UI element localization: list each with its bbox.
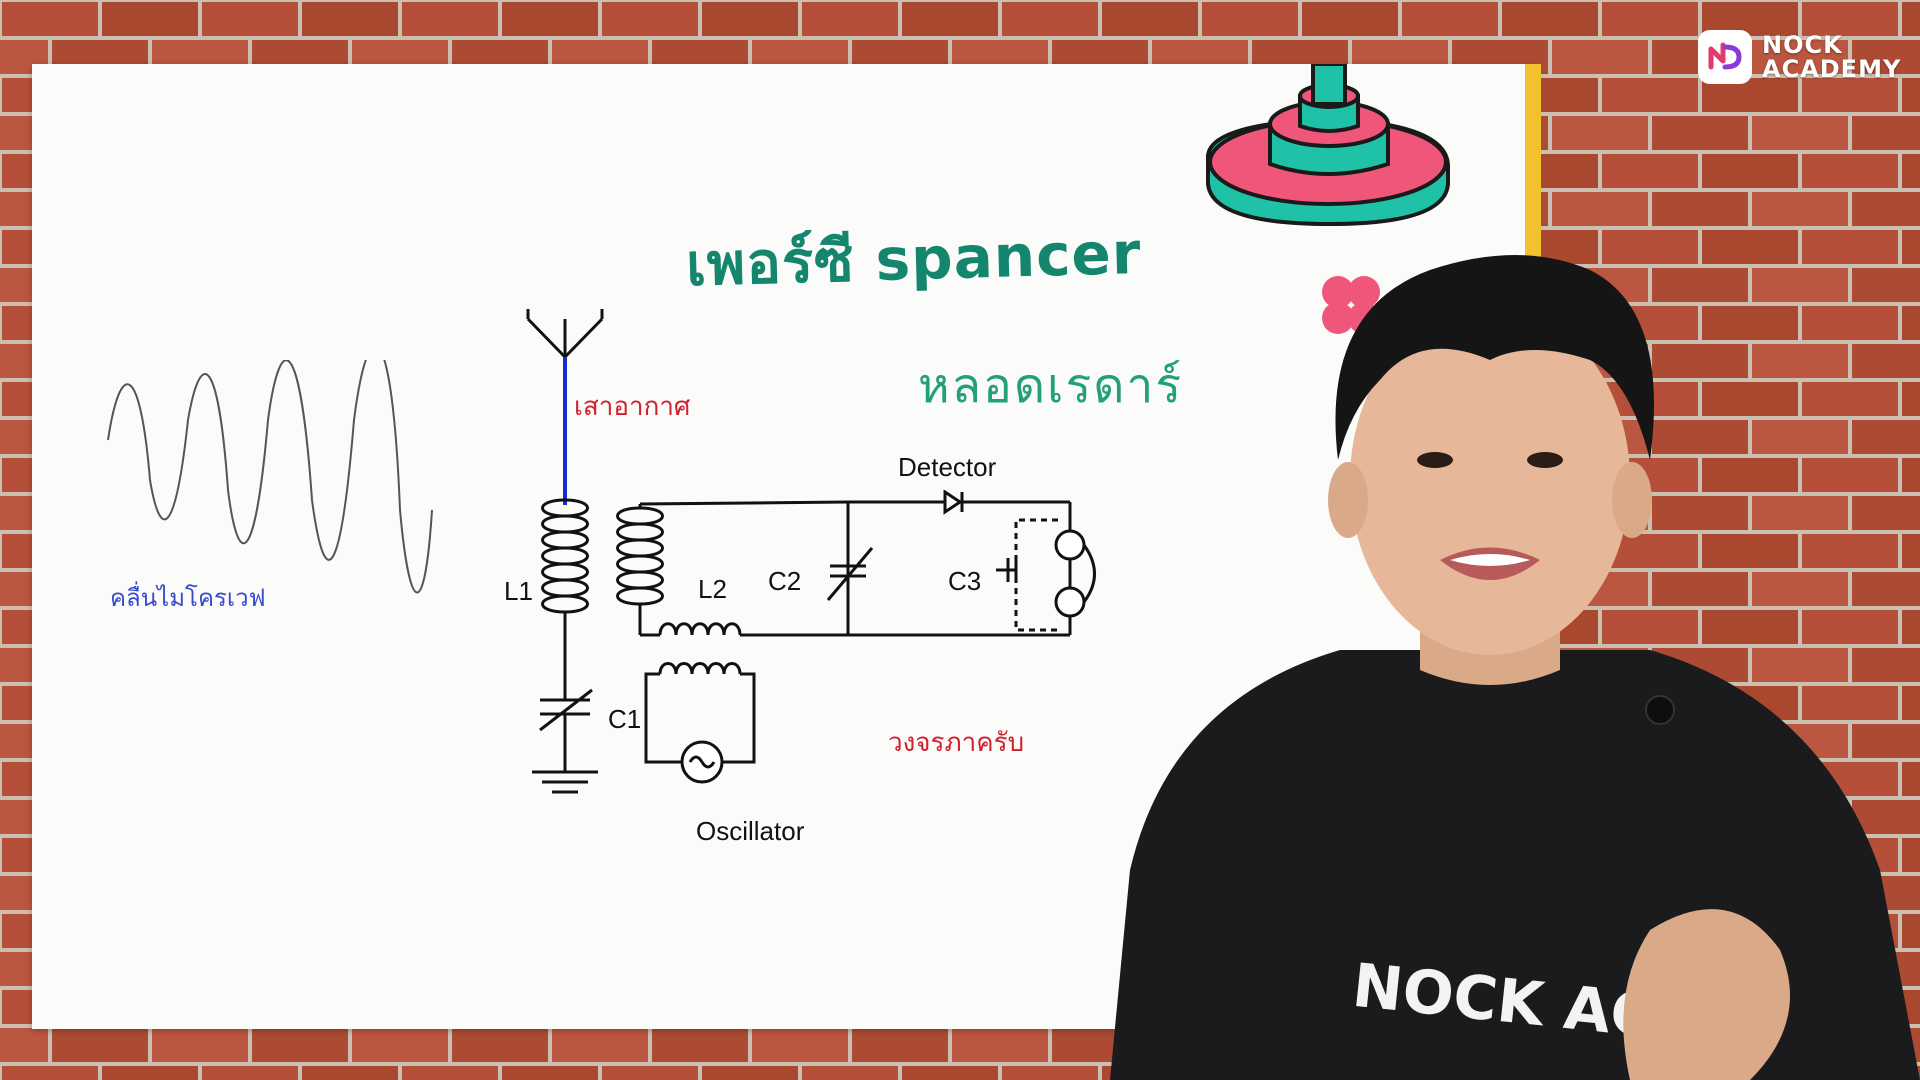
detector-label: Detector [898,452,997,482]
wave-label: คลื่นไมโครเวฟ [110,584,266,612]
l1-label: L1 [504,576,533,606]
nock-academy-logo: NOCK ACADEMY [1698,26,1908,88]
logo-text: NOCK ACADEMY [1762,33,1901,81]
antenna-label: เสาอากาศ [574,392,691,422]
handwritten-note: หลอดเรดาร์ [918,358,1184,414]
l2-label: L2 [698,574,727,604]
logo-line1: NOCK [1762,31,1843,59]
logo-line2: ACADEMY [1762,55,1902,83]
c1-label: C1 [608,704,642,734]
antenna-drawing [526,309,604,505]
c3-label: C3 [948,566,982,596]
handwritten-title: เพอร์ซี spancer [685,219,1143,299]
logo-mark-icon [1698,30,1752,84]
presenter-hair [1335,255,1654,460]
receiver-circuit-label: วงจรภาครับ [888,728,1025,758]
stacked-disc-decoration [1206,64,1451,227]
board-yellow-edge [1525,64,1541,274]
c2-label: C2 [768,566,802,596]
presenter-person: NOCK ACA [1110,255,1920,1080]
microwave-wave-drawing [107,360,433,594]
oscillator-label: Oscillator [696,816,805,846]
receiver-circuit-diagram [532,490,1096,794]
